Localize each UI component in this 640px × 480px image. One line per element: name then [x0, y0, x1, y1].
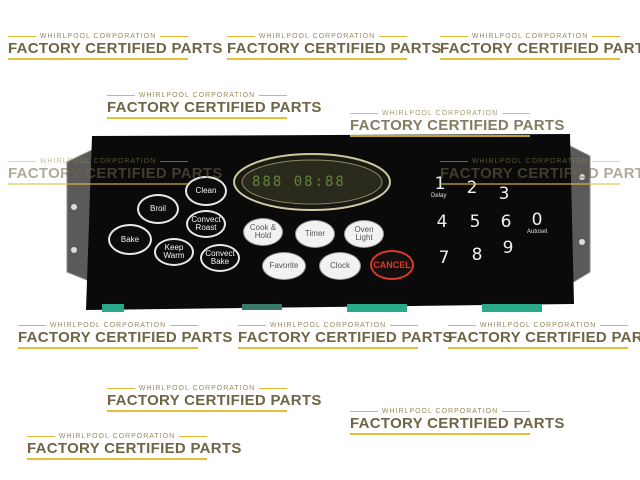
watermark: WHIRLPOOL CORPORATION FACTORY CERTIFIED …: [440, 158, 640, 185]
watermark: WHIRLPOOL CORPORATION FACTORY CERTIFIED …: [350, 110, 564, 137]
keep-warm-button[interactable]: Keep Warm: [154, 238, 194, 266]
keypad-1[interactable]: 1: [430, 174, 450, 194]
keypad-8[interactable]: 8: [471, 245, 483, 265]
cancel-button[interactable]: CANCEL: [370, 250, 414, 280]
keypad-2[interactable]: 2: [466, 178, 478, 198]
bake-button[interactable]: Bake: [108, 224, 152, 255]
watermark: WHIRLPOOL CORPORATION FACTORY CERTIFIED …: [18, 322, 232, 349]
clean-button[interactable]: Clean: [185, 176, 227, 206]
watermark: WHIRLPOOL CORPORATION FACTORY CERTIFIED …: [8, 33, 222, 60]
delay-label: Delay: [431, 193, 447, 199]
watermark: WHIRLPOOL CORPORATION FACTORY CERTIFIED …: [107, 385, 321, 412]
watermark: WHIRLPOOL CORPORATION FACTORY CERTIFIED …: [350, 408, 564, 435]
keypad-6[interactable]: 6: [500, 212, 512, 232]
keypad-5[interactable]: 5: [469, 212, 481, 232]
watermark: WHIRLPOOL CORPORATION FACTORY CERTIFIED …: [27, 433, 241, 460]
watermark: WHIRLPOOL CORPORATION FACTORY CERTIFIED …: [448, 322, 640, 349]
timer-button[interactable]: Timer: [295, 220, 335, 248]
oven-control-panel: 888 08:88 Clean Broil Bake Convect Roast…: [62, 132, 597, 317]
autoset-label: Autoset: [527, 229, 548, 235]
watermark: WHIRLPOOL CORPORATION FACTORY CERTIFIED …: [107, 92, 321, 119]
convect-bake-button[interactable]: Convect Bake: [200, 244, 240, 272]
keypad-9[interactable]: 9: [502, 238, 514, 258]
display-readout: 888 08:88: [252, 174, 346, 190]
watermark: WHIRLPOOL CORPORATION FACTORY CERTIFIED …: [238, 322, 452, 349]
watermark: WHIRLPOOL CORPORATION FACTORY CERTIFIED …: [440, 33, 640, 60]
keypad-3[interactable]: 3: [498, 184, 510, 204]
favorite-button[interactable]: Favorite: [262, 252, 306, 280]
convect-roast-button[interactable]: Convect Roast: [186, 210, 226, 238]
oven-light-button[interactable]: Oven Light: [344, 220, 384, 248]
watermark: WHIRLPOOL CORPORATION FACTORY CERTIFIED …: [227, 33, 441, 60]
broil-button[interactable]: Broil: [137, 194, 179, 224]
cook-hold-button[interactable]: Cook & Hold: [243, 218, 283, 246]
clock-button[interactable]: Clock: [319, 252, 361, 280]
watermark: WHIRLPOOL CORPORATION FACTORY CERTIFIED …: [8, 158, 222, 185]
keypad-4[interactable]: 4: [436, 212, 448, 232]
keypad-0[interactable]: 0: [531, 210, 543, 230]
keypad-7[interactable]: 7: [438, 248, 450, 268]
